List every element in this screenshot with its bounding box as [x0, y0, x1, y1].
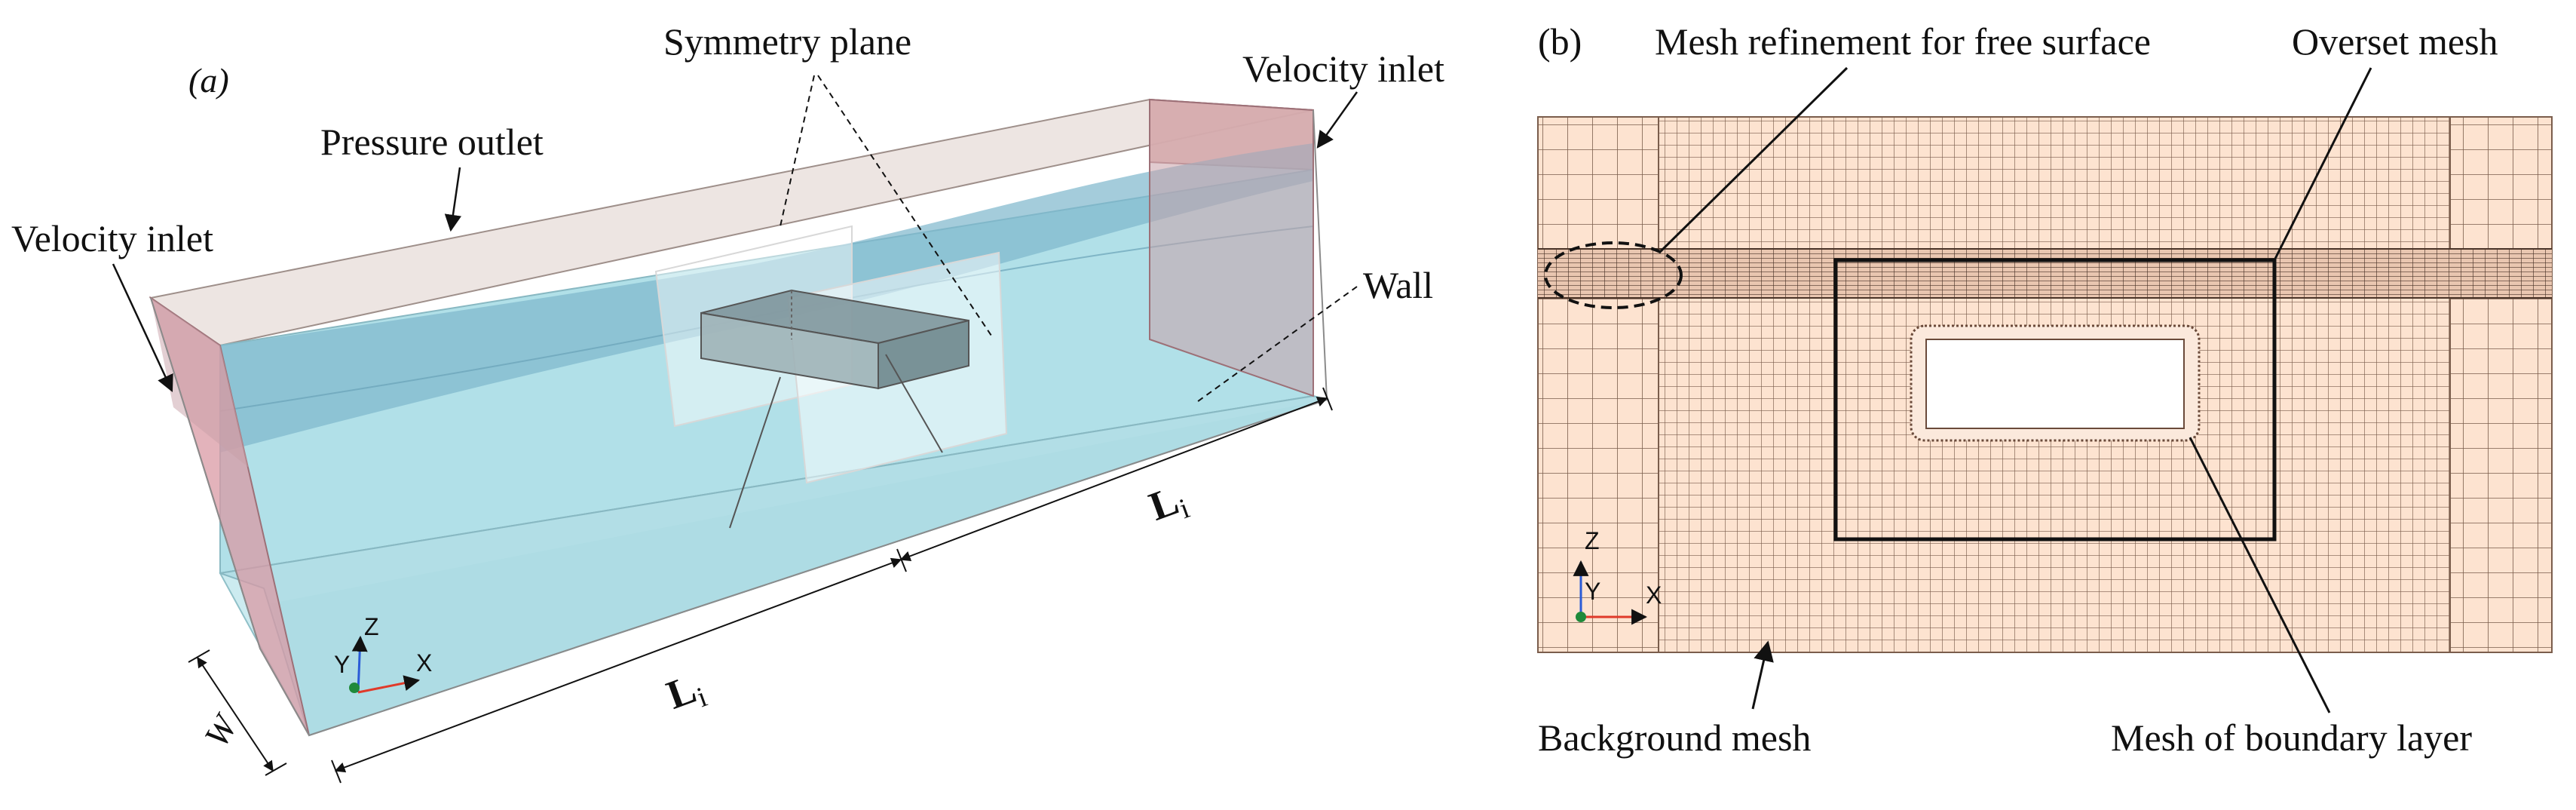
pressure-outlet-label: Pressure outlet: [320, 121, 544, 163]
y-axis-label-b: Y: [1585, 578, 1600, 605]
length-dimension-lower: [334, 557, 902, 773]
body-side: [878, 319, 969, 390]
length-lower-tick-1: [331, 759, 342, 784]
x-axis-label-b: X: [1646, 581, 1662, 609]
overset-mesh-region: [1833, 258, 2277, 542]
background-mesh-right: [2449, 116, 2553, 653]
y-axis-b: [1576, 612, 1586, 622]
z-axis-label-b: Z: [1585, 527, 1600, 554]
velocity-inlet-left-label: Velocity inlet: [11, 217, 213, 259]
symmetry-plane-label: Symmetry plane: [663, 20, 911, 63]
width-label: W: [197, 707, 246, 753]
free-surface-band-mesh: [1538, 249, 2552, 298]
panel-b: (b) Mesh refinement for free surface Ove…: [1537, 20, 2553, 759]
panel-a-tag: (a): [188, 61, 229, 100]
background-mesh-left: [1537, 116, 1659, 653]
frame-lines: [150, 109, 1328, 737]
x-axis-a: [357, 675, 421, 694]
x-axis-label-a: X: [416, 649, 432, 677]
boundary-layer-leader: [2189, 437, 2331, 713]
pressure-outlet-arrow: [444, 167, 462, 232]
width-tick-1: [188, 649, 210, 663]
axis-triad-b: Z X Y: [1573, 527, 1662, 625]
length-upper-tick: [1322, 387, 1333, 411]
z-axis-label-a: Z: [364, 613, 379, 640]
overset-mesh-label: Overset mesh: [2292, 20, 2498, 63]
body-cutout: [1925, 339, 2185, 429]
z-axis-a: [351, 635, 368, 693]
right-inlet-face: [1149, 98, 1314, 397]
y-axis-label-a: Y: [334, 651, 350, 678]
y-axis-a: [349, 683, 360, 693]
refinement-ellipse: [1544, 241, 1683, 309]
mesh-refinement-leader: [1659, 66, 1849, 253]
length-upper-label: Li: [1144, 475, 1194, 535]
length-dimension-upper: [899, 396, 1328, 562]
width-dimension-line: [197, 656, 274, 772]
velocity-inlet-right-label: Velocity inlet: [1242, 48, 1444, 90]
width-tick-2: [265, 762, 287, 776]
wall-leader: [1194, 286, 1358, 404]
left-inlet-face-shade: [151, 298, 249, 468]
mesh-refinement-label: Mesh refinement for free surface: [1655, 20, 2151, 63]
symmetry-leader-1: [780, 75, 815, 227]
wall-label: Wall: [1363, 264, 1433, 306]
overset-mesh-leader: [2273, 67, 2372, 261]
panel-b-tag: (b): [1538, 20, 1582, 63]
background-mesh-arrow: [1751, 640, 1774, 710]
velocity-inlet-right-arrow: [1316, 91, 1358, 149]
section-line-1: [729, 376, 781, 529]
panel-a: (a) Symmetry plane Pressure outlet Veloc…: [11, 20, 1444, 784]
axis-triad-a: Z X Y: [334, 613, 432, 694]
length-lower-label: Li: [661, 664, 712, 723]
boundary-layer-label: Mesh of boundary layer: [2111, 716, 2472, 759]
velocity-inlet-left-arrow: [112, 263, 173, 393]
background-mesh-label: Background mesh: [1538, 716, 1811, 759]
